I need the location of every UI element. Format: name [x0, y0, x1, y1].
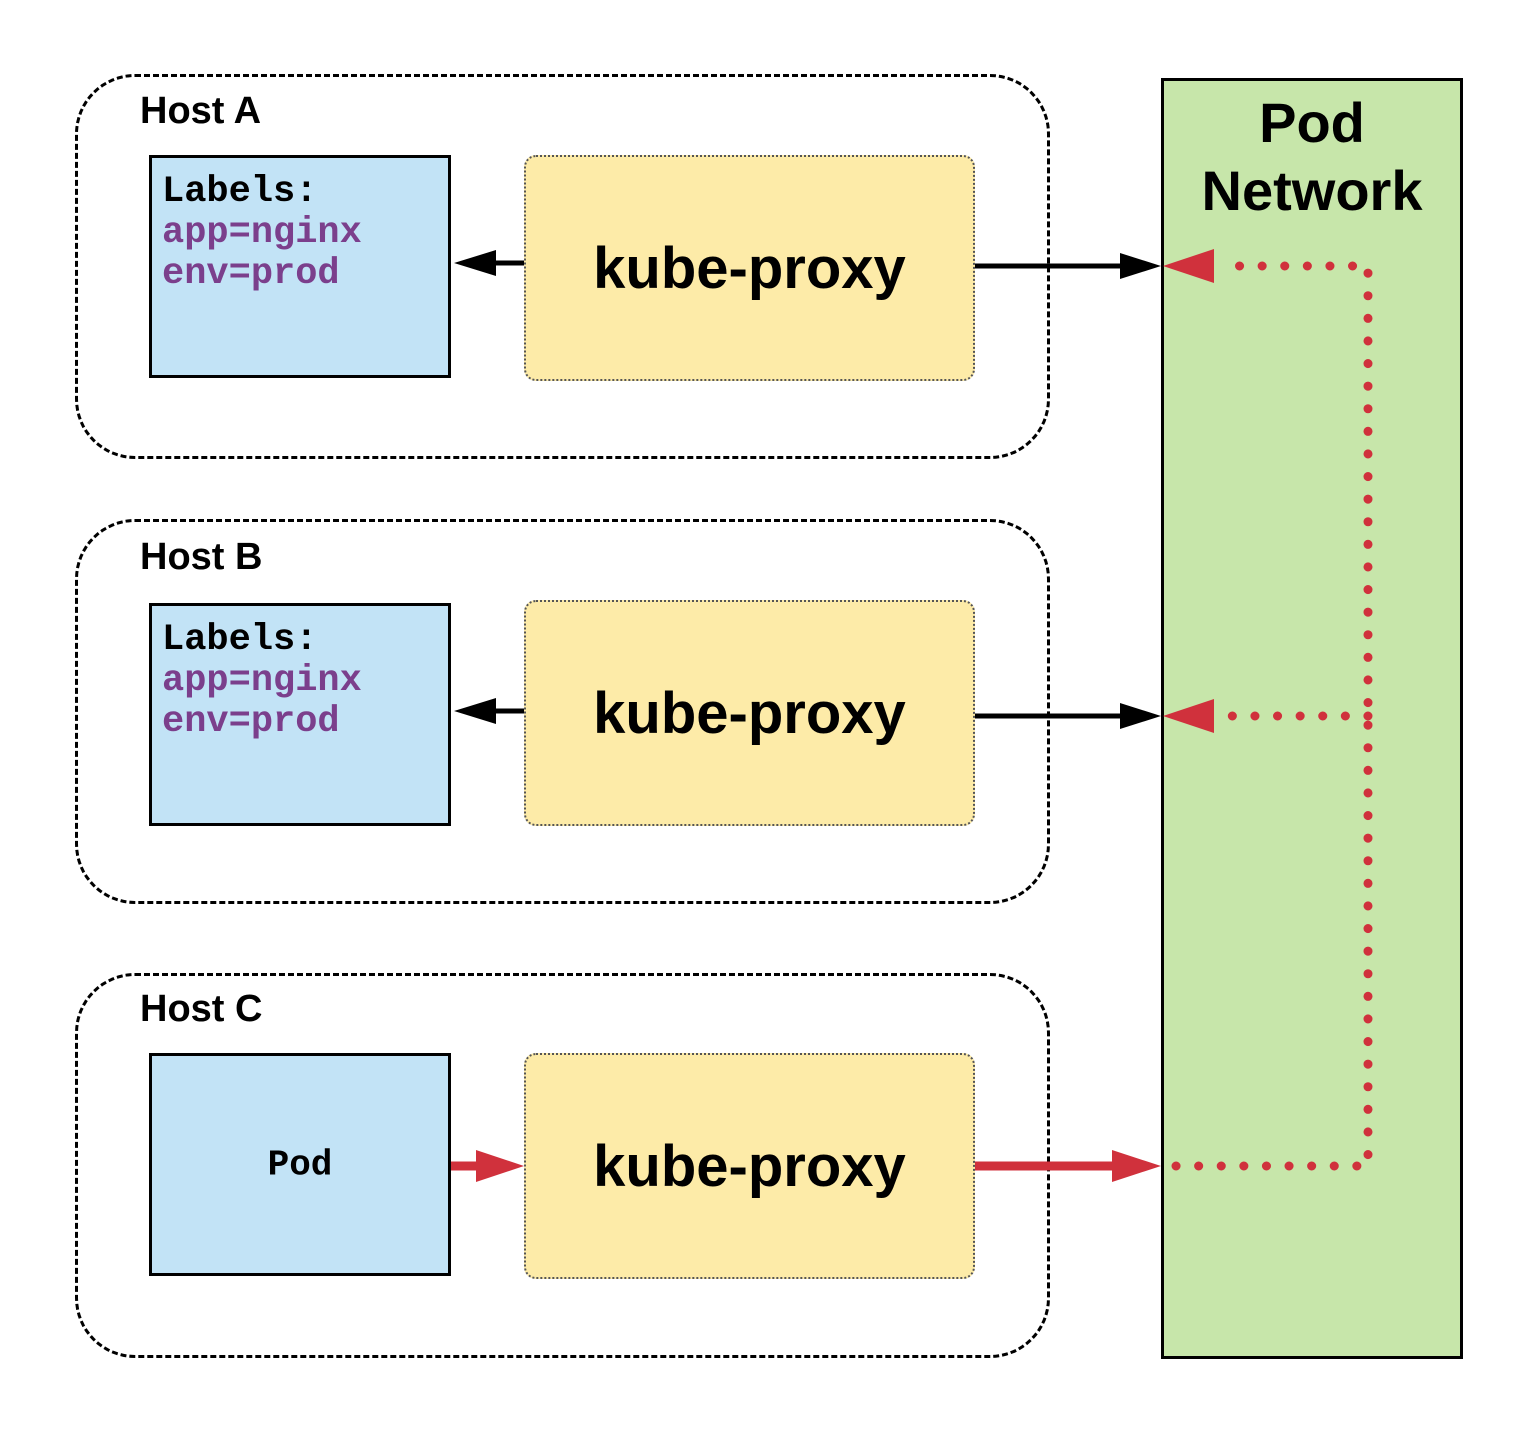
- host-b-proxy-to-network-arrow: [975, 703, 1161, 729]
- host-c-proxy-to-network-arrow: [975, 1150, 1161, 1182]
- label-env: env=prod: [162, 701, 340, 743]
- host-a-proxy-to-pod-arrow: [454, 250, 524, 276]
- routing-arrowhead-host-b: [1163, 699, 1214, 733]
- labels-heading: Labels:: [162, 619, 318, 661]
- labels-heading: Labels:: [162, 171, 318, 213]
- kube-proxy-label: kube-proxy: [593, 680, 906, 746]
- host-b-title: Host B: [140, 536, 263, 578]
- pod-network-title-line1: Pod: [1259, 91, 1365, 154]
- host-a-title: Host A: [140, 90, 262, 132]
- label-env: env=prod: [162, 253, 340, 295]
- kube-proxy-label: kube-proxy: [593, 1133, 906, 1199]
- host-b-kube-proxy: kube-proxy: [524, 600, 975, 826]
- routing-arrowhead-host-a: [1163, 249, 1214, 283]
- host-c-title: Host C: [140, 988, 263, 1030]
- host-a-proxy-to-network-arrow: [975, 253, 1161, 279]
- pod-network-title: Pod Network: [1164, 89, 1460, 225]
- host-c-pod: Pod: [149, 1053, 451, 1276]
- network-routing-path: [1171, 261, 1373, 1171]
- pod-name: Pod: [267, 1144, 333, 1185]
- kube-proxy-label: kube-proxy: [593, 235, 906, 301]
- host-b-boundary: [75, 519, 1050, 904]
- label-app: app=nginx: [162, 212, 362, 254]
- host-a-kube-proxy: kube-proxy: [524, 155, 975, 381]
- label-app: app=nginx: [162, 660, 362, 702]
- host-b-proxy-to-pod-arrow: [454, 698, 524, 724]
- pod-network-title-line2: Network: [1201, 159, 1423, 222]
- host-c-pod-to-proxy-arrow: [451, 1150, 524, 1182]
- host-c-kube-proxy: kube-proxy: [524, 1053, 975, 1279]
